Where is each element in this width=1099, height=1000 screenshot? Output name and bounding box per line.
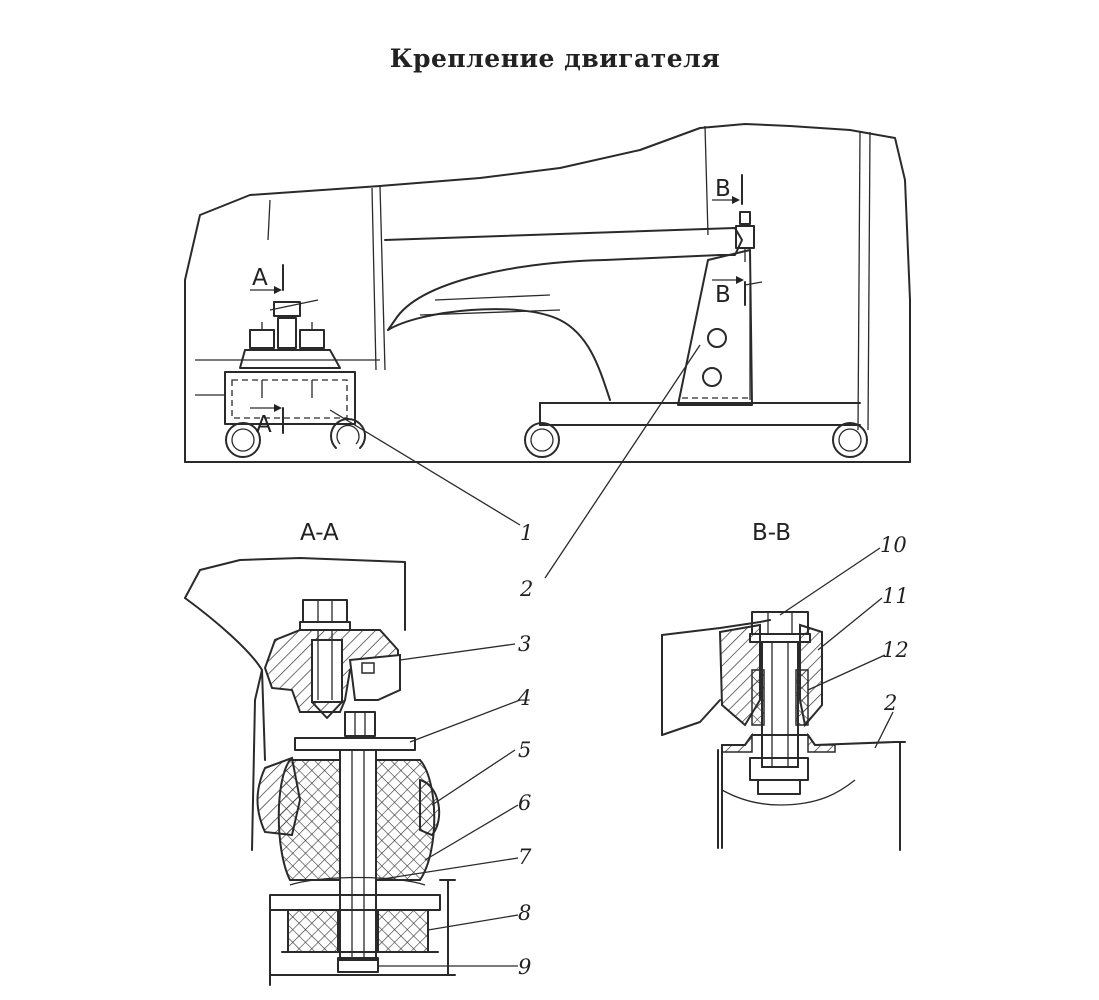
leader-line-3 [399,643,516,661]
section-title-bb: B-B [752,520,791,546]
callout-9: 9 [518,955,531,979]
section-b-top-label: B [715,176,731,202]
leader-line-12 [807,654,886,691]
callout-6: 6 [518,791,531,815]
callout-8: 8 [518,901,531,925]
diagram-title: Крепление двигателя [389,44,721,73]
callout-10: 10 [880,533,907,557]
leader-line-7 [375,857,519,881]
engine-side-view [184,123,911,463]
section-b-bottom-label: B [715,282,731,308]
section-a-top-label: A [252,265,268,291]
callout-12: 12 [882,638,909,662]
leader-line-8 [427,914,519,931]
section-bb-view [661,611,906,851]
frame-and-rollers [225,402,868,458]
leader-line-10 [779,547,881,616]
leader-line-4 [409,699,521,743]
leader-line-6 [424,804,519,861]
callout-7: 7 [518,845,532,869]
callout-11: 11 [882,584,909,608]
section-title-aa: A-A [300,520,339,546]
leader-line-2 [544,344,701,579]
callout-1: 1 [520,521,533,545]
callout-5: 5 [518,738,531,762]
callout-2: 2 [519,577,533,601]
front-mount-bracket [224,264,356,434]
callout-2-bb: 2 [883,691,897,715]
leader-line-1 [329,409,521,526]
leader-line-2b [874,711,894,749]
section-a-bottom-label: A [256,412,272,438]
callout-4: 4 [517,686,531,710]
leader-line-5 [431,749,516,806]
section-aa-view [184,557,456,986]
callout-3: 3 [518,632,531,656]
rear-mount-bracket [677,174,763,406]
leader-line-11 [817,597,883,651]
